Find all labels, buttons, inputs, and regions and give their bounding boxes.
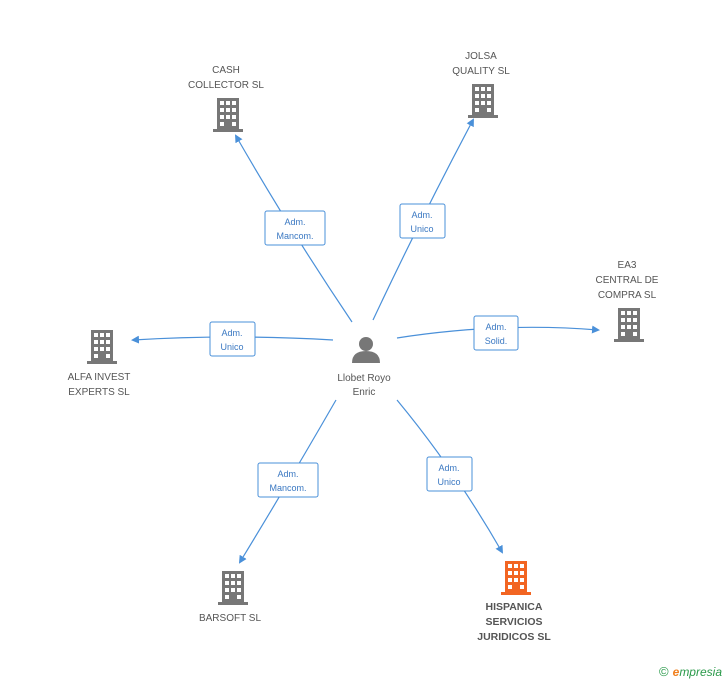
role-line-2: Mancom. [276, 231, 313, 241]
node-alfa-invest[interactable]: ALFA INVEST EXPERTS SL [68, 330, 131, 398]
role-line-2: Unico [410, 224, 433, 234]
building-icon [501, 561, 531, 595]
node-cash-collector[interactable]: CASH COLLECTOR SL [188, 65, 264, 132]
company-name-line-2: CENTRAL DE [596, 275, 659, 286]
company-name-line-2: COLLECTOR SL [188, 80, 264, 91]
role-line-1: Adm. [411, 210, 432, 220]
company-name-line-1: HISPANICA [486, 601, 543, 613]
role-line-1: Adm. [284, 217, 305, 227]
copyright-symbol: © [659, 664, 669, 679]
building-icon [614, 308, 644, 342]
role-label-hispanica[interactable]: Adm. Unico [426, 456, 473, 492]
company-name-line-1: BARSOFT SL [199, 613, 261, 624]
role-line-1: Adm. [485, 322, 506, 332]
company-name-line-2: SERVICIOS [486, 616, 543, 628]
node-hispanica[interactable]: HISPANICA SERVICIOS JURIDICOS SL [477, 561, 551, 643]
company-name-line-2: EXPERTS SL [68, 387, 130, 398]
company-name-line-1: JOLSA [465, 51, 497, 62]
role-label-alfa-invest[interactable]: Adm. Unico [209, 321, 256, 357]
building-icon [468, 84, 498, 118]
role-label-barsoft[interactable]: Adm. Mancom. [257, 462, 319, 498]
company-name-line-1: CASH [212, 65, 240, 76]
center-node[interactable]: Llobet Royo Enric [337, 337, 391, 398]
node-ea3-central[interactable]: EA3 CENTRAL DE COMPRA SL [596, 260, 659, 342]
building-icon [218, 571, 248, 605]
role-line-1: Adm. [438, 463, 459, 473]
node-jolsa-quality[interactable]: JOLSA QUALITY SL [452, 51, 510, 118]
role-label-ea3-central[interactable]: Adm. Solid. [473, 315, 519, 351]
center-name-line-1: Llobet Royo [337, 373, 391, 384]
company-name-line-1: ALFA INVEST [68, 372, 131, 383]
center-name-line-2: Enric [353, 387, 376, 398]
role-line-2: Unico [220, 342, 243, 352]
role-line-1: Adm. [221, 328, 242, 338]
company-name-line-2: QUALITY SL [452, 66, 510, 77]
role-line-2: Mancom. [269, 483, 306, 493]
building-icon [213, 98, 243, 132]
empresia-logo: ©empresia [659, 664, 722, 679]
role-line-1: Adm. [277, 469, 298, 479]
role-label-cash-collector[interactable]: Adm. Mancom. [264, 210, 326, 246]
role-line-2: Unico [437, 477, 460, 487]
role-label-jolsa-quality[interactable]: Adm. Unico [399, 203, 446, 239]
company-name-line-3: COMPRA SL [598, 290, 657, 301]
company-name-line-3: JURIDICOS SL [477, 631, 551, 643]
person-icon [352, 337, 380, 363]
role-line-2: Solid. [485, 336, 508, 346]
company-name-line-1: EA3 [618, 260, 637, 271]
node-barsoft[interactable]: BARSOFT SL [199, 571, 261, 624]
building-icon [87, 330, 117, 364]
logo-text: mpresia [679, 665, 722, 679]
logo-e: e [672, 665, 680, 679]
